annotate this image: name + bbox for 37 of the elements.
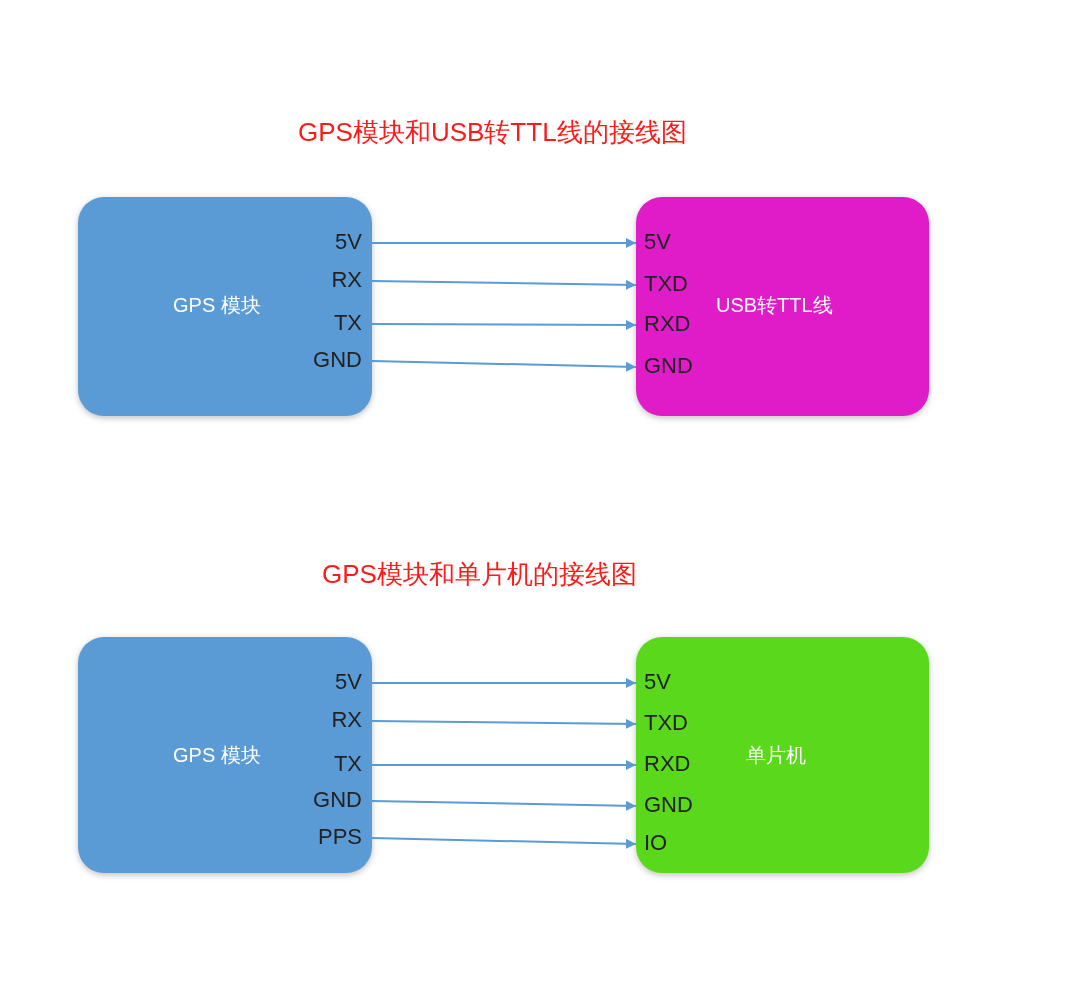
pin-label: 5V (636, 227, 671, 257)
section-heading: GPS模块和单片机的接线图 (322, 558, 637, 591)
module-label: GPS 模块 (173, 293, 261, 318)
arrow (371, 238, 637, 248)
pin-label: IO (636, 828, 668, 858)
pin-label: RXD (636, 749, 691, 779)
pin-label: TXD (636, 708, 688, 738)
pin-label: 5V (335, 667, 372, 697)
module-box (78, 197, 372, 416)
pin-label: GND (313, 345, 372, 375)
pin-label: GND (636, 351, 693, 381)
pin-label: PPS (317, 822, 372, 852)
module-label: USB转TTL线 (716, 293, 833, 318)
arrow (371, 837, 637, 849)
pin-label: 5V (636, 667, 671, 697)
section-heading: GPS模块和USB转TTL线的接线图 (298, 116, 687, 149)
pin-label: TX (333, 749, 372, 779)
pin-label: GND (313, 785, 372, 815)
arrow (371, 279, 637, 290)
module-box (636, 197, 929, 416)
arrow (371, 760, 637, 770)
arrow (371, 800, 637, 811)
module-label: 单片机 (746, 743, 806, 768)
pin-label: RXD (636, 309, 691, 339)
arrow (371, 678, 637, 688)
pin-label: TX (333, 308, 372, 338)
pin-label: RX (331, 265, 372, 295)
module-box (636, 637, 929, 873)
pin-label: GND (636, 790, 693, 820)
arrow (371, 360, 637, 372)
arrow (371, 718, 637, 729)
pin-label: RX (331, 705, 372, 735)
arrow (371, 319, 637, 330)
pin-label: TXD (636, 269, 688, 299)
module-box (78, 637, 372, 873)
module-label: GPS 模块 (173, 743, 261, 768)
pin-label: 5V (335, 227, 372, 257)
